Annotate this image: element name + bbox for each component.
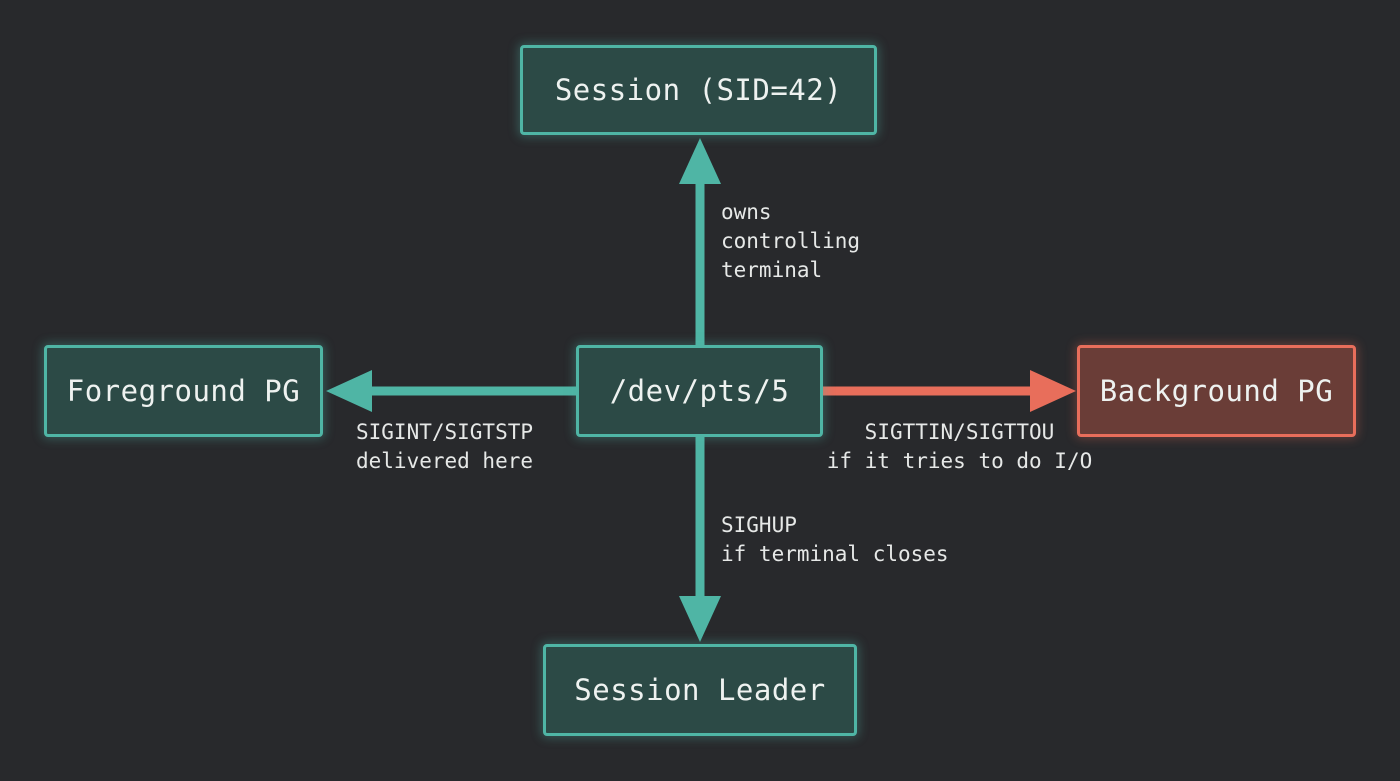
foreground-signals-label: SIGINT/SIGTSTP delivered here xyxy=(356,418,533,476)
hangup-line-2: if terminal closes xyxy=(721,542,949,566)
arrow-owns-terminal xyxy=(679,138,721,345)
foreground-signals-line-2: delivered here xyxy=(356,449,534,473)
arrow-background-signals xyxy=(823,370,1076,412)
session-leader-node: Session Leader xyxy=(543,644,857,736)
owns-terminal-label: owns controlling terminal xyxy=(721,198,860,285)
background-signals-line-1: SIGTTIN/SIGTTOU xyxy=(864,420,1055,444)
foreground-pg-node: Foreground PG xyxy=(44,345,323,437)
arrow-foreground-signals xyxy=(326,370,576,412)
session-node: Session (SID=42) xyxy=(520,45,877,135)
hangup-line-1: SIGHUP xyxy=(721,513,797,537)
arrow-hangup xyxy=(679,437,721,642)
background-pg-node: Background PG xyxy=(1077,345,1356,437)
hangup-label: SIGHUP if terminal closes xyxy=(721,511,949,569)
background-signals-label: SIGTTIN/SIGTTOU if it tries to do I/O xyxy=(814,418,1105,476)
owns-terminal-line-2: controlling xyxy=(721,229,861,253)
terminal-node: /dev/pts/5 xyxy=(576,345,823,437)
foreground-signals-line-1: SIGINT/SIGTSTP xyxy=(356,420,534,444)
owns-terminal-line-3: terminal xyxy=(721,258,823,282)
owns-terminal-line-1: owns xyxy=(721,200,772,224)
background-signals-line-2: if it tries to do I/O xyxy=(826,449,1093,473)
